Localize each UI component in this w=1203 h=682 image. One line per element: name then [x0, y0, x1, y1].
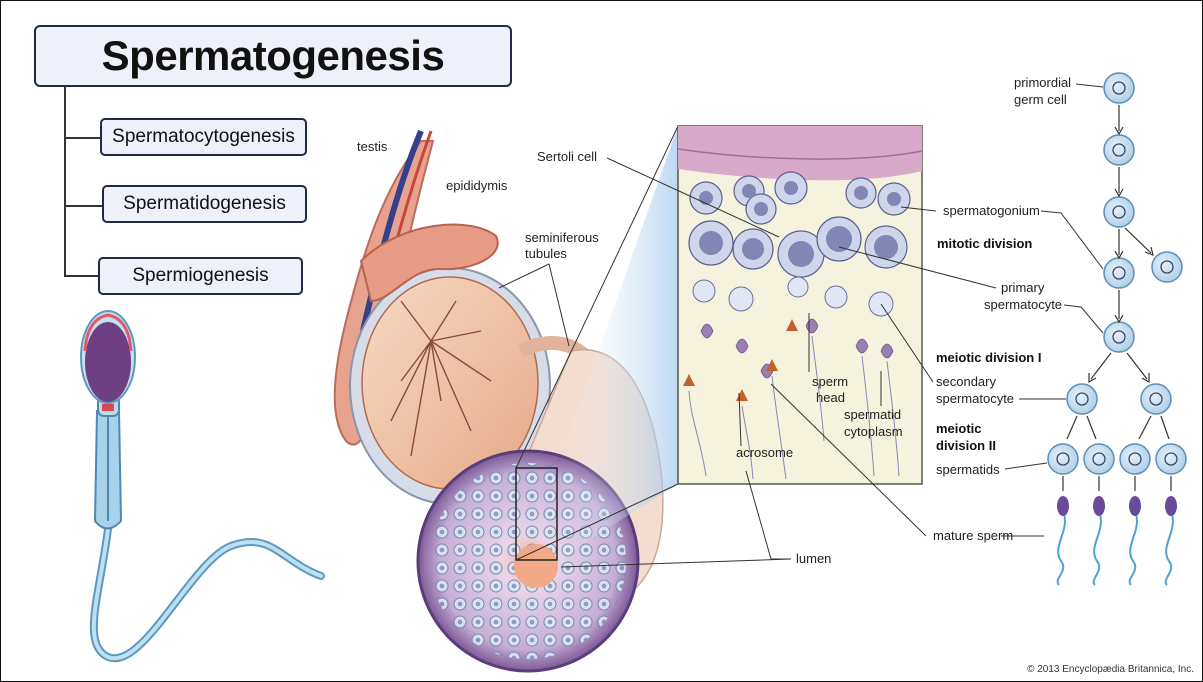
label-meiotic: meiotic	[936, 421, 982, 436]
label-lumen: lumen	[796, 551, 831, 566]
label-meiotic-division-1: meiotic division I	[936, 350, 1041, 365]
label-division-2: division II	[936, 438, 996, 453]
label-spermatid: spermatid	[844, 407, 901, 422]
label-sertoli-cell: Sertoli cell	[537, 149, 597, 164]
label-mitotic-division: mitotic division	[937, 236, 1032, 251]
label-germ-cell: germ cell	[1014, 92, 1067, 107]
mature-sperm-cell	[1093, 496, 1105, 585]
label-cytoplasm: cytoplasm	[844, 424, 903, 439]
label-spermatids: spermatids	[936, 462, 1000, 477]
label-testis: testis	[357, 139, 388, 154]
label-primary-spermatocyte: spermatocyte	[984, 297, 1062, 312]
label-tubules: tubules	[525, 246, 567, 261]
sperm-cell-illustration	[81, 311, 321, 658]
label-sperm: sperm	[812, 374, 848, 389]
label-primordial: primordial	[1014, 75, 1071, 90]
copyright-notice: © 2013 Encyclopædia Britannica, Inc.	[1027, 664, 1194, 675]
mature-sperm-cell	[1057, 496, 1069, 585]
label-acrosome: acrosome	[736, 445, 793, 460]
label-head: head	[816, 390, 845, 405]
mature-sperm-cell	[1129, 496, 1141, 585]
label-spermatogonium: spermatogonium	[943, 203, 1040, 218]
label-epididymis: epididymis	[446, 178, 508, 193]
label-primary: primary	[1001, 280, 1045, 295]
label-seminiferous: seminiferous	[525, 230, 599, 245]
label-secondary-spermatocyte: spermatocyte	[936, 391, 1014, 406]
mature-sperm-cell	[1165, 496, 1177, 585]
label-secondary: secondary	[936, 374, 996, 389]
